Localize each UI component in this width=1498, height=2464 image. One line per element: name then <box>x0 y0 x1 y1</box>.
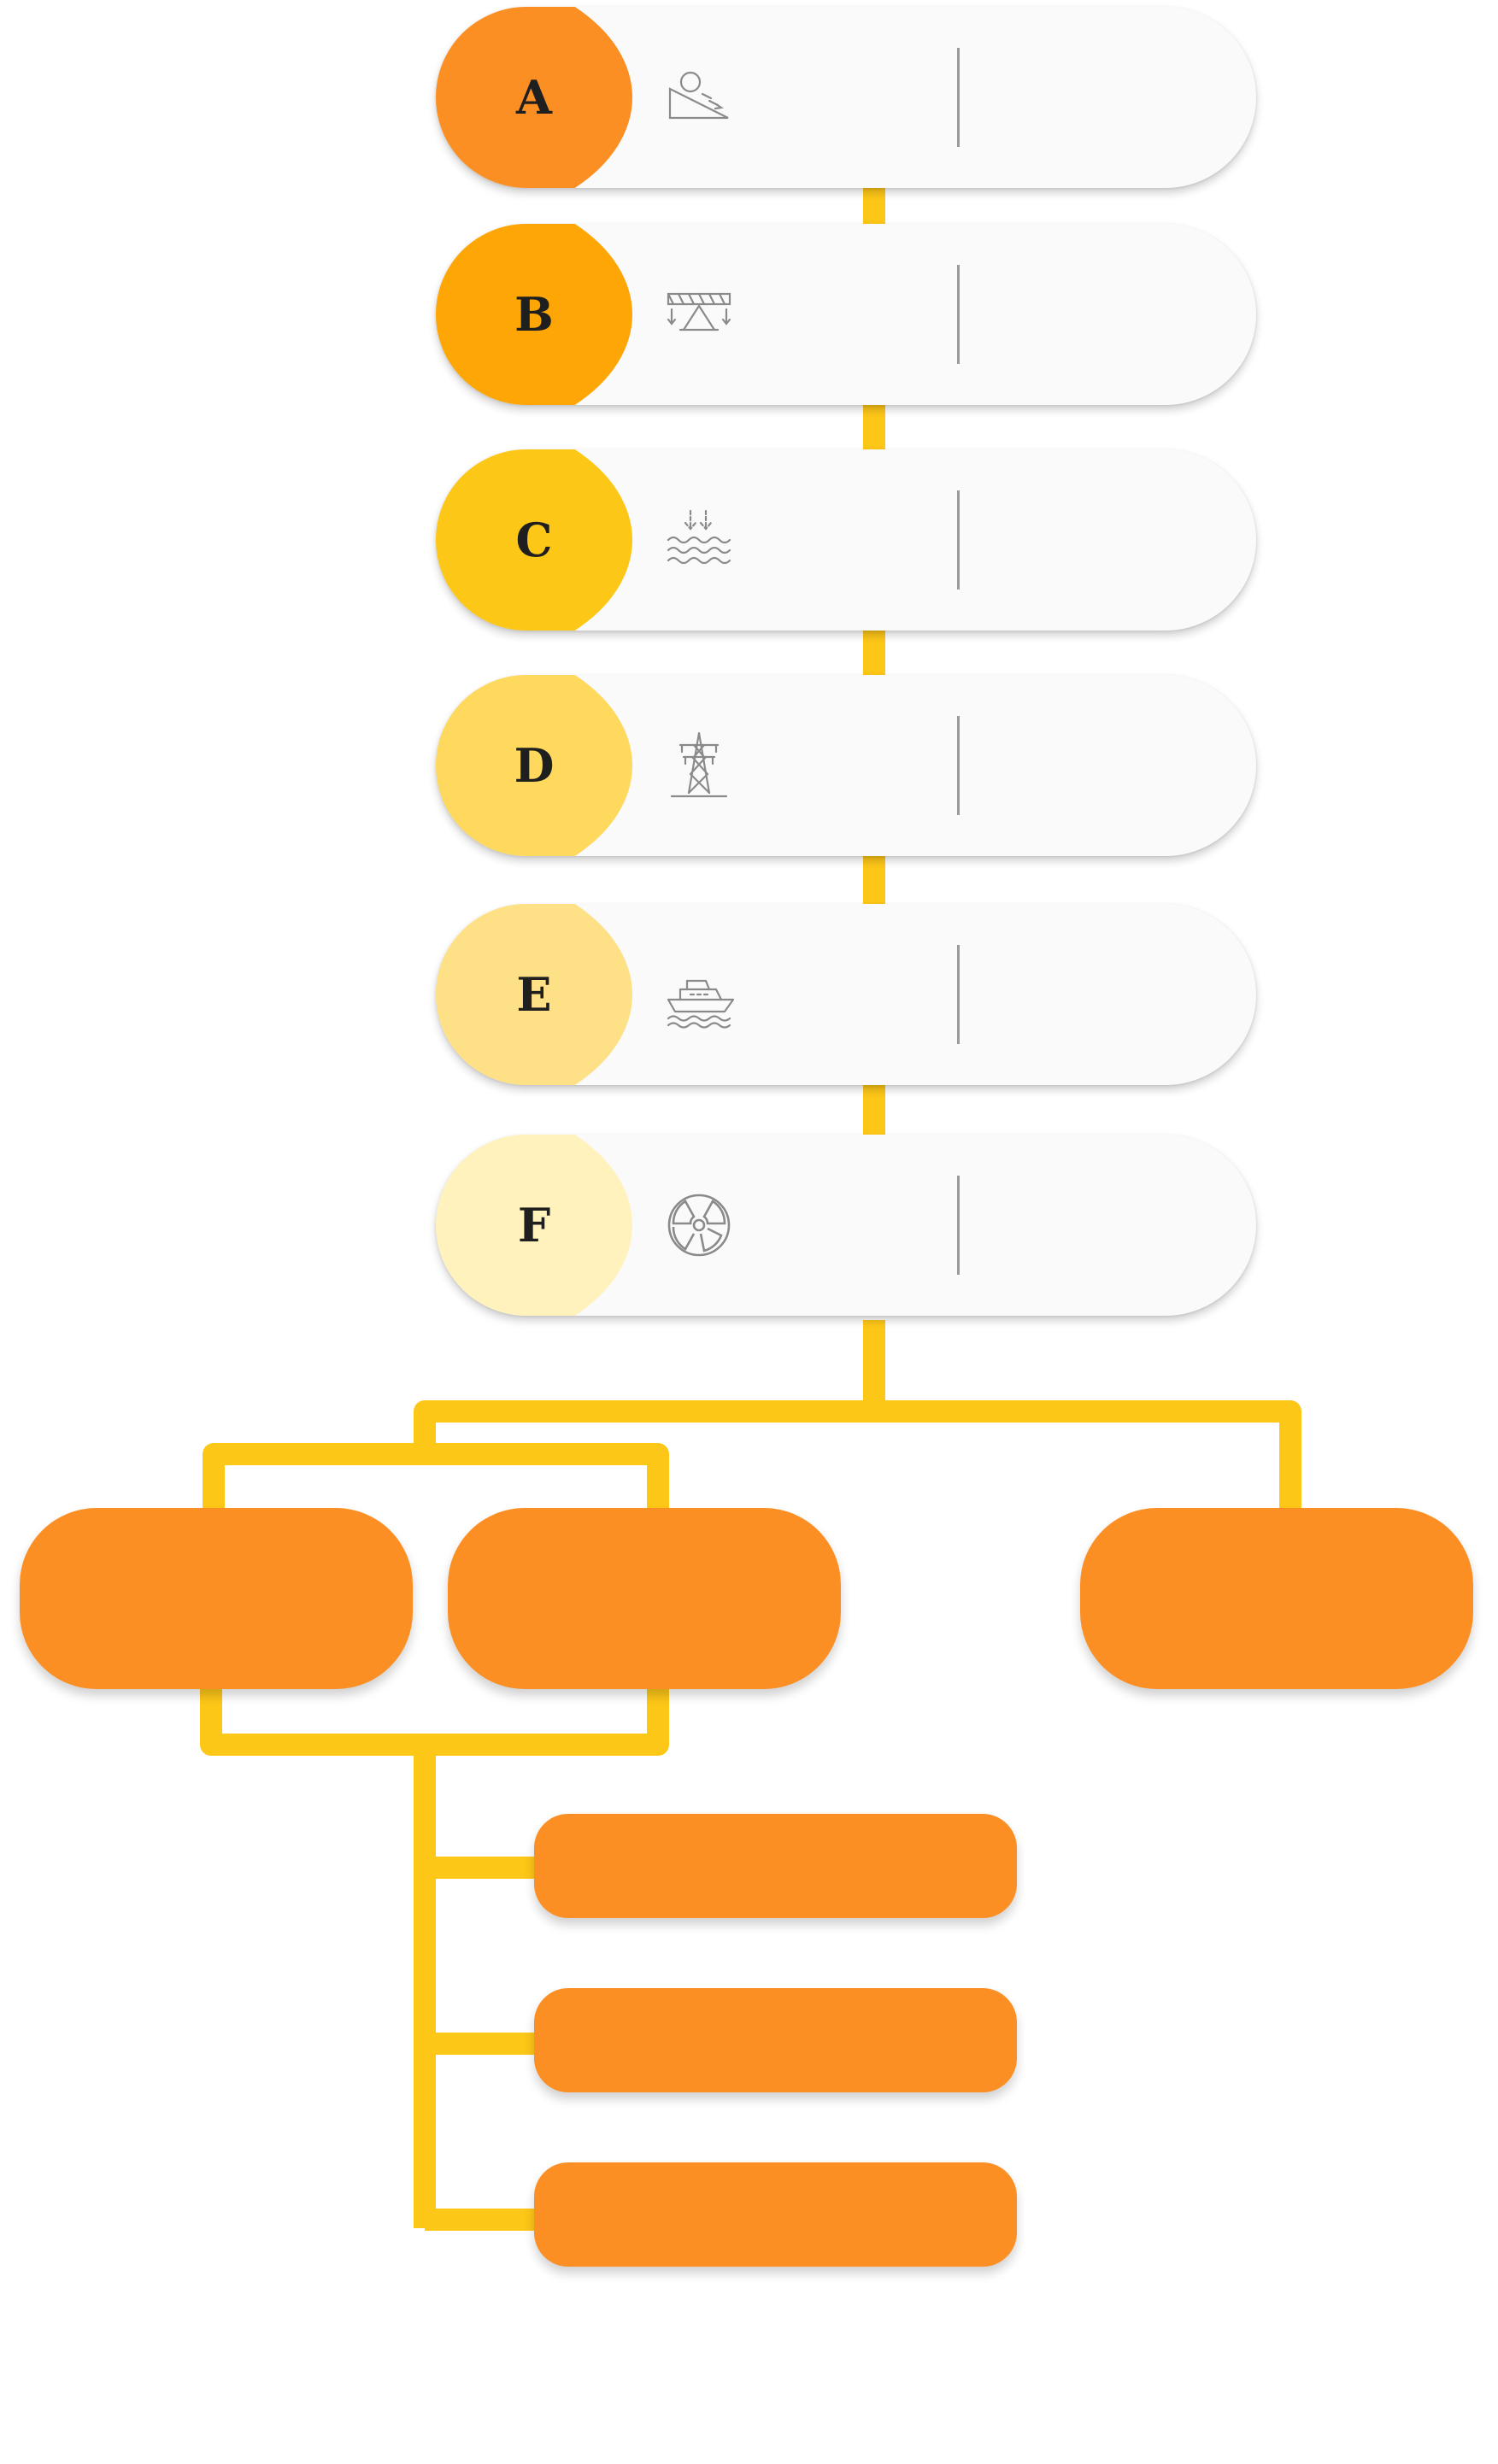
category-box-1 <box>20 1508 413 1689</box>
step-e-label <box>761 904 949 1085</box>
step-d-cap <box>436 675 632 856</box>
step-a-letter: A <box>516 70 552 125</box>
radiation-symbol-icon <box>667 1194 731 1257</box>
step-a-text <box>983 7 1231 188</box>
step-e: E <box>436 904 1256 1085</box>
connector-d-e <box>863 856 885 906</box>
category-box-2 <box>448 1508 841 1689</box>
step-d-label <box>761 675 949 856</box>
step-c-letter: C <box>515 513 553 567</box>
step-b: B <box>436 224 1256 405</box>
step-c-cap <box>436 449 632 631</box>
step-f-label <box>761 1135 949 1316</box>
step-e-divider <box>957 945 960 1044</box>
connector-c-d <box>863 629 885 677</box>
step-c: C <box>436 449 1256 631</box>
step-f-letter: F <box>517 1198 551 1253</box>
step-a: A <box>436 7 1256 188</box>
step-f-cap <box>436 1135 632 1316</box>
connector-b-c <box>863 403 885 449</box>
step-b-cap <box>436 224 632 405</box>
category-box-3 <box>1080 1508 1473 1689</box>
rolling-ball-slope-icon <box>668 71 729 120</box>
ship-on-water-icon <box>667 979 735 1029</box>
step-d-divider <box>957 716 960 815</box>
step-a-divider <box>957 48 960 147</box>
step-b-letter: B <box>514 287 554 342</box>
step-c-divider <box>957 490 960 590</box>
sub-box-1 <box>534 1814 1017 1918</box>
step-f-divider <box>957 1176 960 1275</box>
sub-box-2 <box>534 1988 1017 2092</box>
step-b-label <box>761 224 949 405</box>
step-d-text <box>983 675 1231 856</box>
power-pylon-icon <box>670 731 728 798</box>
flood-water-icon <box>667 509 731 565</box>
step-c-text <box>983 449 1231 631</box>
step-d: D <box>436 675 1256 856</box>
step-a-label <box>761 7 949 188</box>
step-d-letter: D <box>514 738 555 793</box>
sub-box-3 <box>534 2162 1017 2267</box>
bottom-bracket <box>200 1687 669 1756</box>
top-bar <box>414 1400 1301 1512</box>
step-e-text <box>983 904 1231 1085</box>
collapsing-bridge-icon <box>667 292 731 331</box>
connector-a-b <box>863 188 885 224</box>
step-e-letter: E <box>516 967 552 1022</box>
step-f-text <box>983 1135 1231 1316</box>
step-a-cap <box>436 7 632 188</box>
step-e-cap <box>436 904 632 1085</box>
step-b-divider <box>957 265 960 364</box>
step-b-text <box>983 224 1231 405</box>
step-f: F <box>436 1135 1256 1316</box>
connector-e-f <box>863 1085 885 1136</box>
step-c-label <box>761 449 949 631</box>
inner-frame <box>203 1443 669 1512</box>
